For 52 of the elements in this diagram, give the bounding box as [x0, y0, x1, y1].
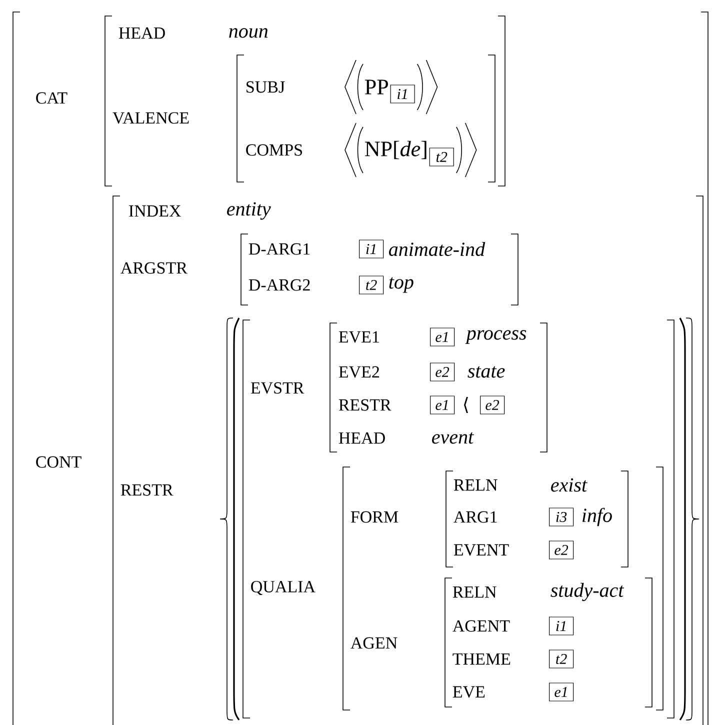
- feature-value: top: [389, 277, 414, 293]
- feature-name: EVE2: [338, 366, 379, 378]
- tag-box: i1: [549, 616, 574, 636]
- feature-value: study-act: [550, 582, 624, 602]
- feature-name: D-ARG2: [248, 279, 310, 291]
- feature-name: HEAD: [118, 27, 165, 39]
- tag-box: e2: [480, 396, 505, 414]
- feature-value: noun: [229, 28, 268, 38]
- feature-name: ARGSTR: [120, 262, 188, 274]
- precedence-symbol: ⟨: [464, 396, 468, 414]
- tag-box: e2: [430, 362, 455, 382]
- feature-value: animate-ind: [389, 242, 486, 256]
- feature-name: COMPS: [246, 144, 302, 156]
- feature-value: event: [432, 432, 474, 444]
- feature-name: CAT: [36, 92, 68, 104]
- tag-box: i3: [549, 508, 574, 526]
- feature-name: INDEX: [129, 205, 181, 217]
- feature-name: EVE: [452, 686, 485, 698]
- category-label: NP[de]: [365, 140, 426, 160]
- feature-value: info: [582, 508, 612, 526]
- feature-name: AGENT: [452, 620, 510, 632]
- feature-name: RELN: [454, 479, 498, 491]
- feature-value: exist: [551, 478, 588, 492]
- tag-box: i1: [359, 240, 384, 258]
- feature-name: VALENCE: [112, 112, 189, 124]
- tag-box: e2: [549, 540, 574, 560]
- tag-box: t2: [549, 650, 574, 668]
- feature-value: process: [465, 330, 526, 344]
- feature-name: RESTR: [120, 484, 174, 496]
- tag-box: e1: [430, 328, 455, 346]
- feature-value: entity: [227, 202, 271, 220]
- feature-name: AGEN: [350, 637, 398, 649]
- tag-box: i1: [390, 84, 415, 104]
- feature-name: D-ARG1: [248, 243, 310, 255]
- feature-value: state: [468, 366, 505, 378]
- tag-box: e1: [549, 682, 574, 702]
- tag-box: e1: [430, 396, 455, 414]
- feature-name: ARG1: [454, 511, 497, 523]
- category-label: PP: [365, 80, 388, 94]
- feature-name: RESTR: [338, 399, 392, 411]
- feature-name: EVSTR: [250, 382, 304, 394]
- feature-name: SUBJ: [246, 81, 285, 93]
- feature-name: CONT: [36, 456, 82, 468]
- feature-name: HEAD: [338, 432, 385, 444]
- tag-box: t2: [429, 148, 454, 166]
- feature-name: FORM: [350, 511, 398, 523]
- feature-name: EVENT: [454, 544, 509, 556]
- feature-name: THEME: [452, 653, 510, 665]
- feature-name: QUALIA: [251, 581, 316, 596]
- feature-name: EVE1: [338, 331, 379, 343]
- tag-box: t2: [359, 276, 384, 294]
- feature-name: RELN: [452, 586, 496, 598]
